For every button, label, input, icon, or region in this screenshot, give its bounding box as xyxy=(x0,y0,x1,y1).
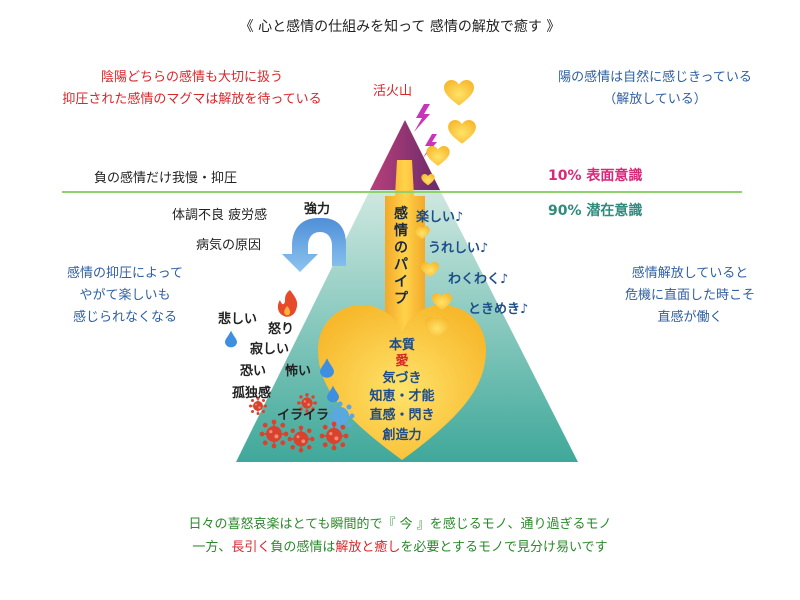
core-intuition: 直感・閃き xyxy=(369,408,435,423)
bottom-text: 負の感情は xyxy=(270,540,336,555)
top-right-line2: （解放している） xyxy=(603,92,707,107)
pipe-label: 感 情 の パ イ プ xyxy=(390,206,412,308)
emotion-pipe xyxy=(385,160,425,332)
core-love: 愛 xyxy=(395,354,409,369)
virus-blue-icon xyxy=(325,401,355,431)
drop-icon xyxy=(225,330,237,348)
bottom-line1: 日々の喜怒哀楽はとても瞬間的で『 今 』を感じるモノ、通り過ぎるモノ xyxy=(188,517,612,532)
negative-isolation: 孤独感 xyxy=(232,386,272,401)
negative-anger: 怒り xyxy=(268,322,295,337)
bottom-line2: 一方、長引く負の感情は解放と癒しを必要とするモノで見分け易いです xyxy=(0,536,800,555)
heart-icon xyxy=(426,146,450,166)
fatigue-label: 体調不良 疲労感 xyxy=(172,208,268,223)
right-middle-line1: 感情解放していると xyxy=(631,266,749,281)
positive-excited: わくわく♪ xyxy=(448,272,509,287)
negative-scared: 怖い xyxy=(285,364,312,379)
lightning-icon xyxy=(414,104,430,132)
core-essence: 本質 xyxy=(388,338,415,353)
negative-fear: 恐い xyxy=(240,364,267,379)
suppress-label: 負の感情だけ我慢・抑圧 xyxy=(94,171,238,186)
negative-irritation: イライラ xyxy=(277,408,330,423)
pipe-char: の xyxy=(394,240,408,256)
fire-icon xyxy=(277,290,298,317)
virus-icon xyxy=(319,421,349,451)
page-title: 《 心と感情の仕組みを知って 感情の解放で癒す 》 xyxy=(239,19,561,35)
bottom-text: を必要とするモノで見分け易いです xyxy=(400,540,608,555)
virus-icon xyxy=(259,419,289,449)
volcano-peak xyxy=(370,120,440,190)
left-middle-line3: 感じられなくなる xyxy=(72,310,177,325)
negative-sad: 悲しい xyxy=(218,312,258,327)
core-awareness: 気づき xyxy=(382,371,422,386)
pipe-char: イ xyxy=(394,274,408,290)
core-wisdom: 知恵・才能 xyxy=(369,389,435,404)
left-middle-line1: 感情の抑圧によって xyxy=(67,266,183,281)
negative-lonely: 寂しい xyxy=(250,342,290,357)
left-middle-line2: やがて楽しいも xyxy=(79,288,171,303)
bottom-text: 一方、 xyxy=(192,540,232,555)
pipe-char: プ xyxy=(394,291,408,307)
right-middle-line3: 直感が働く xyxy=(657,310,723,325)
illness-label: 病気の原因 xyxy=(196,238,262,253)
top-left-line1: 陰陽どちらの感情も大切に扱う xyxy=(100,70,283,85)
positive-fun: 楽しい♪ xyxy=(416,210,464,225)
subconscious-label: 90% 潜在意識 xyxy=(548,203,643,219)
positive-thrill: ときめき♪ xyxy=(468,302,529,317)
positive-happy: うれしい♪ xyxy=(428,241,489,256)
core-heart xyxy=(318,305,486,460)
virus-icon xyxy=(287,425,315,453)
right-middle-line2: 危機に直面した時こそ xyxy=(624,288,755,303)
top-right-line1: 陽の感情は自然に感じきっている xyxy=(558,70,752,85)
pipe-char: パ xyxy=(394,257,408,273)
heart-icon xyxy=(448,120,476,144)
core-creativity: 創造力 xyxy=(382,428,422,443)
surface-label: 10% 表面意識 xyxy=(548,168,643,184)
pressure-arrow xyxy=(282,218,346,272)
volcano-label: 活火山 xyxy=(373,84,413,99)
pipe-char: 感 xyxy=(394,206,408,222)
pipe-char: 情 xyxy=(394,223,408,239)
top-left-line2: 抑圧された感情のマグマは解放を待っている xyxy=(62,92,322,107)
bottom-highlight: 長引く xyxy=(231,540,271,555)
strong-label: 強力 xyxy=(304,202,331,217)
bottom-highlight: 解放と癒し xyxy=(335,540,401,555)
heart-icon xyxy=(444,80,474,106)
